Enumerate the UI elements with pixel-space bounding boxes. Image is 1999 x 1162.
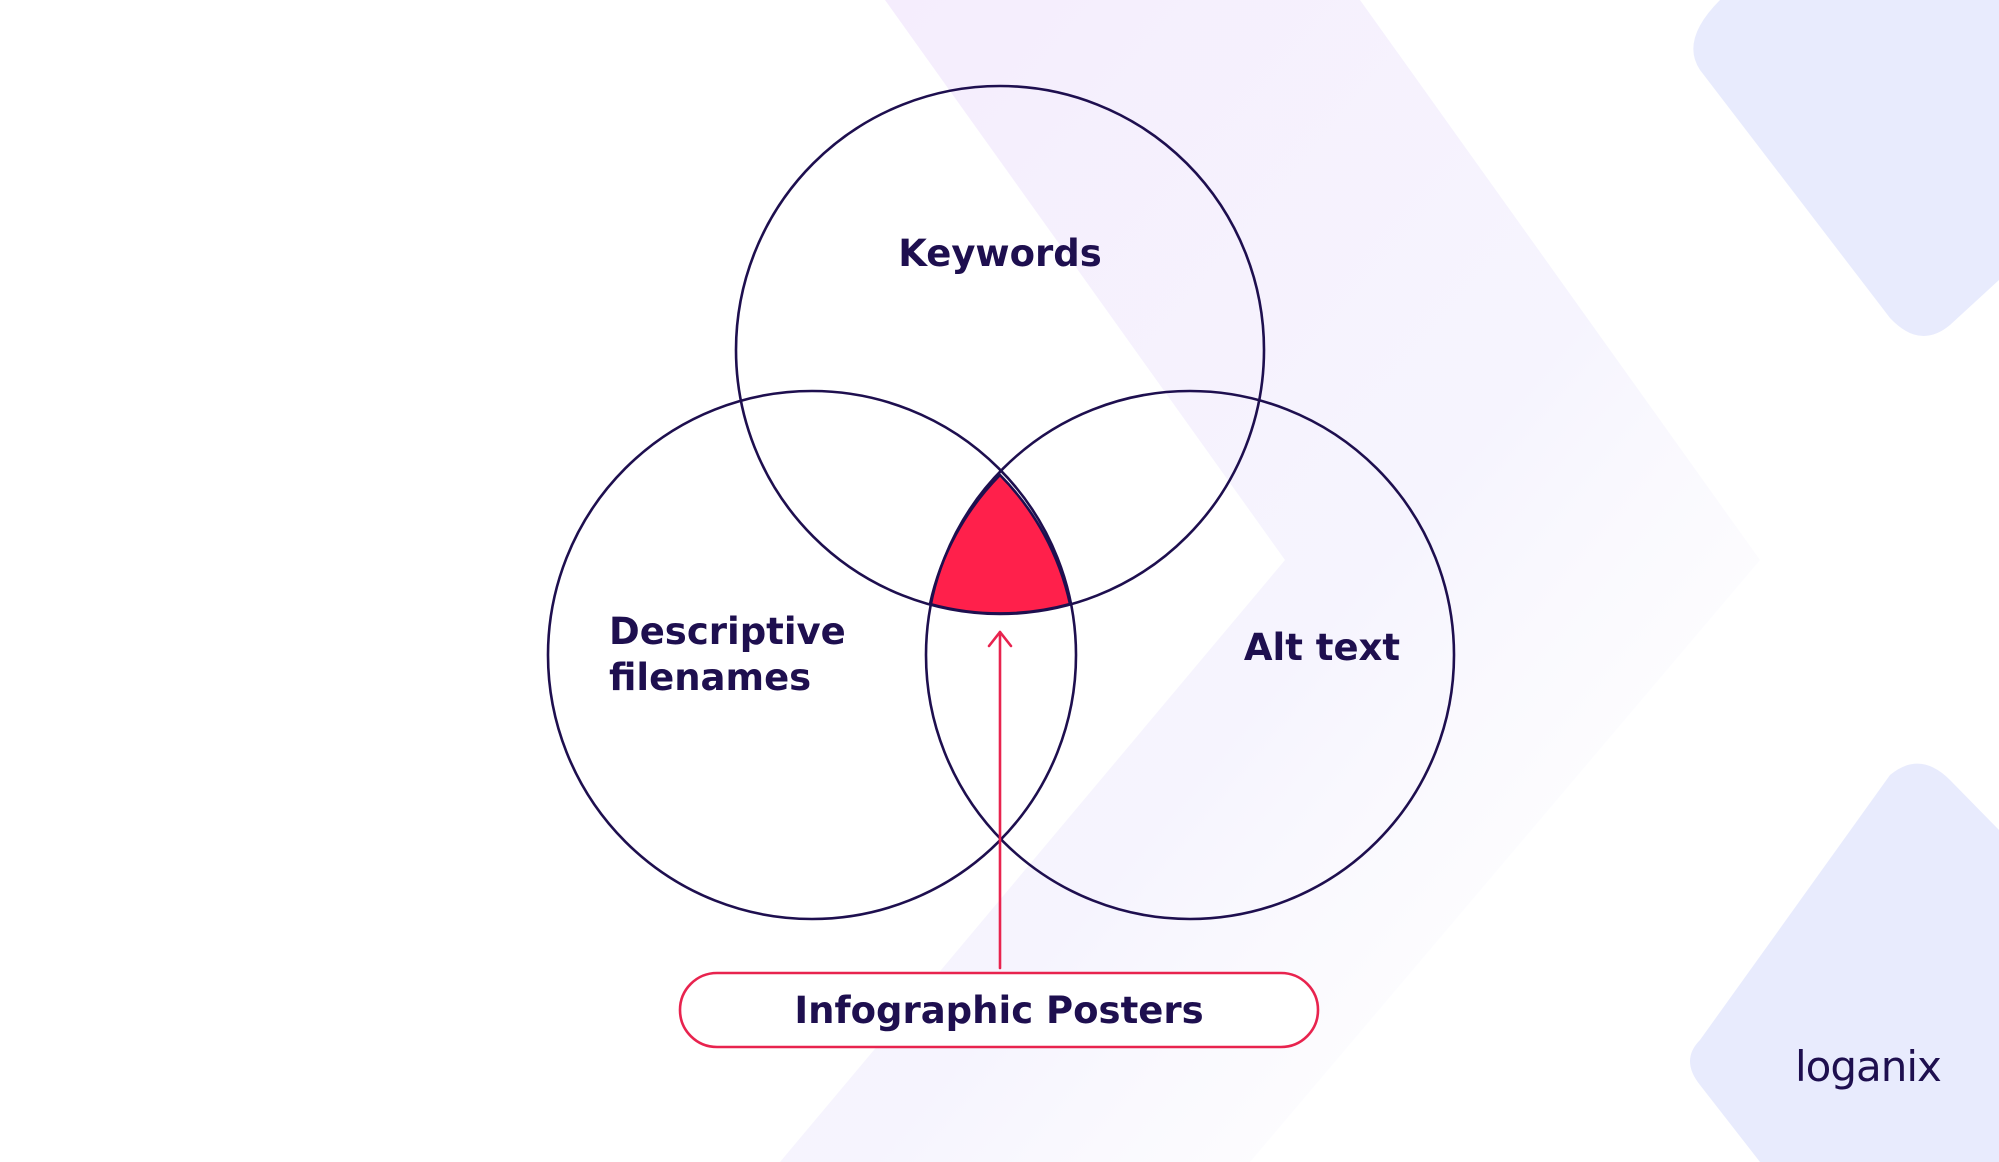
corner-diamond-top-decor [1693,0,1999,336]
descriptive-filenames-circle [546,389,1078,921]
keywords-circle [734,84,1266,616]
keywords-label: Keywords [898,232,1102,275]
callout-arrow [987,630,1013,970]
descriptive-filenames-label-line-2: filenames [609,656,811,699]
descriptive-filenames-label-line-1: Descriptive [609,610,846,653]
diagonal-band-decor [780,0,1760,1162]
loganix-logo: loganix [1795,1042,1941,1091]
background-decor [780,0,1999,1162]
alt-text-circle [924,389,1456,921]
callout-label: Infographic Posters [794,989,1203,1032]
descriptive-filenames-label: Descriptive filenames [609,610,859,699]
corner-diamond-bottom-decor [1690,763,1999,1162]
alt-text-label: Alt text [1244,626,1400,669]
callout-pill [678,971,1320,1049]
